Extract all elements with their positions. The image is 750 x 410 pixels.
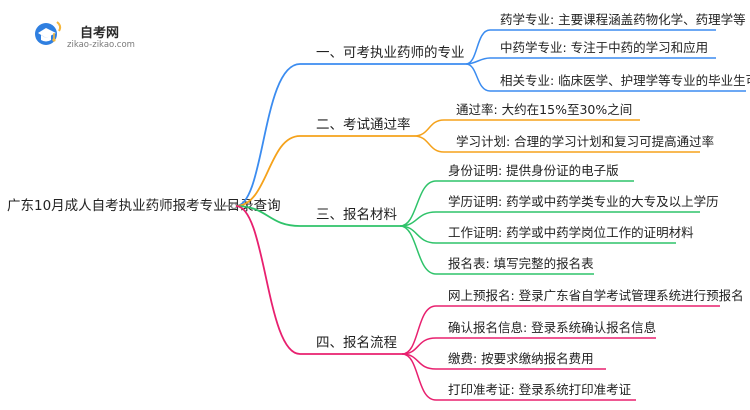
branch-3-connector <box>235 205 301 227</box>
leaf-2-2-connector <box>413 135 445 153</box>
leaf-3-1: 身份证明: 提供身份证的电子版 <box>448 163 619 178</box>
leaf-1-3: 相关专业: 临床医学、护理学等专业的毕业生可申请 <box>500 73 750 88</box>
branch-1-connector <box>235 63 301 207</box>
leaf-4-4-connector <box>401 353 437 401</box>
leaf-3-4: 报名表: 填写完整的报名表 <box>448 256 594 271</box>
leaf-4-1-connector <box>401 305 437 355</box>
graduation-cap-logo-icon <box>35 21 62 45</box>
leaf-1-2-connector <box>465 57 491 65</box>
leaf-4-3: 缴费: 按要求缴纳报名费用 <box>448 351 594 366</box>
branch-2: 二、考试通过率 通过率: 大约在15%至30%之间 学习计划: 合理的学习计划和… <box>235 102 714 207</box>
leaf-3-3: 工作证明: 药学或中药学岗位工作的证明材料 <box>448 225 694 240</box>
leaf-3-1-connector <box>399 180 437 227</box>
leaf-2-1: 通过率: 大约在15%至30%之间 <box>456 102 632 117</box>
logo-url: zikao-zikao.com <box>67 40 135 50</box>
leaf-3-4-connector <box>399 225 437 275</box>
branch-4: 四、报名流程 网上预报名: 登录广东省自学考试管理系统进行预报名 确认报名信息:… <box>235 205 744 401</box>
branch-2-label: 二、考试通过率 <box>316 116 411 133</box>
branch-1: 一、可考执业药师的专业 药学专业: 主要课程涵盖药物化学、药理学等 中药学专业:… <box>235 12 750 207</box>
leaf-4-1: 网上预报名: 登录广东省自学考试管理系统进行预报名 <box>448 288 744 303</box>
branch-4-label: 四、报名流程 <box>316 335 397 351</box>
branch-3-label: 三、报名材料 <box>316 207 397 223</box>
leaf-1-1: 药学专业: 主要课程涵盖药物化学、药理学等 <box>500 12 746 27</box>
leaf-2-2: 学习计划: 合理的学习计划和复习可提高通过率 <box>456 134 714 149</box>
leaf-4-2: 确认报名信息: 登录系统确认报名信息 <box>448 320 656 335</box>
root-node-dot <box>230 202 238 210</box>
branch-2-connector <box>235 135 301 207</box>
leaf-3-2: 学历证明: 药学或中药学类专业的大专及以上学历 <box>448 194 719 209</box>
leaf-4-4: 打印准考证: 登录系统打印准考证 <box>448 382 632 397</box>
branch-4-connector <box>235 205 301 355</box>
root-topic: 广东10月成人自考执业药师报考专业目录查询 <box>7 198 281 214</box>
leaf-1-1-connector <box>465 29 491 65</box>
leaf-1-2: 中药学专业: 专注于中药的学习和应用 <box>500 40 708 55</box>
site-logo: 自考网 zikao-zikao.com <box>35 21 135 50</box>
leaf-2-1-connector <box>413 119 445 137</box>
leaf-1-3-connector <box>465 63 491 92</box>
branch-1-label: 一、可考执业药师的专业 <box>316 45 465 61</box>
branch-3: 三、报名材料 身份证明: 提供身份证的电子版 学历证明: 药学或中药学类专业的大… <box>235 163 719 275</box>
logo-title: 自考网 <box>80 25 119 41</box>
